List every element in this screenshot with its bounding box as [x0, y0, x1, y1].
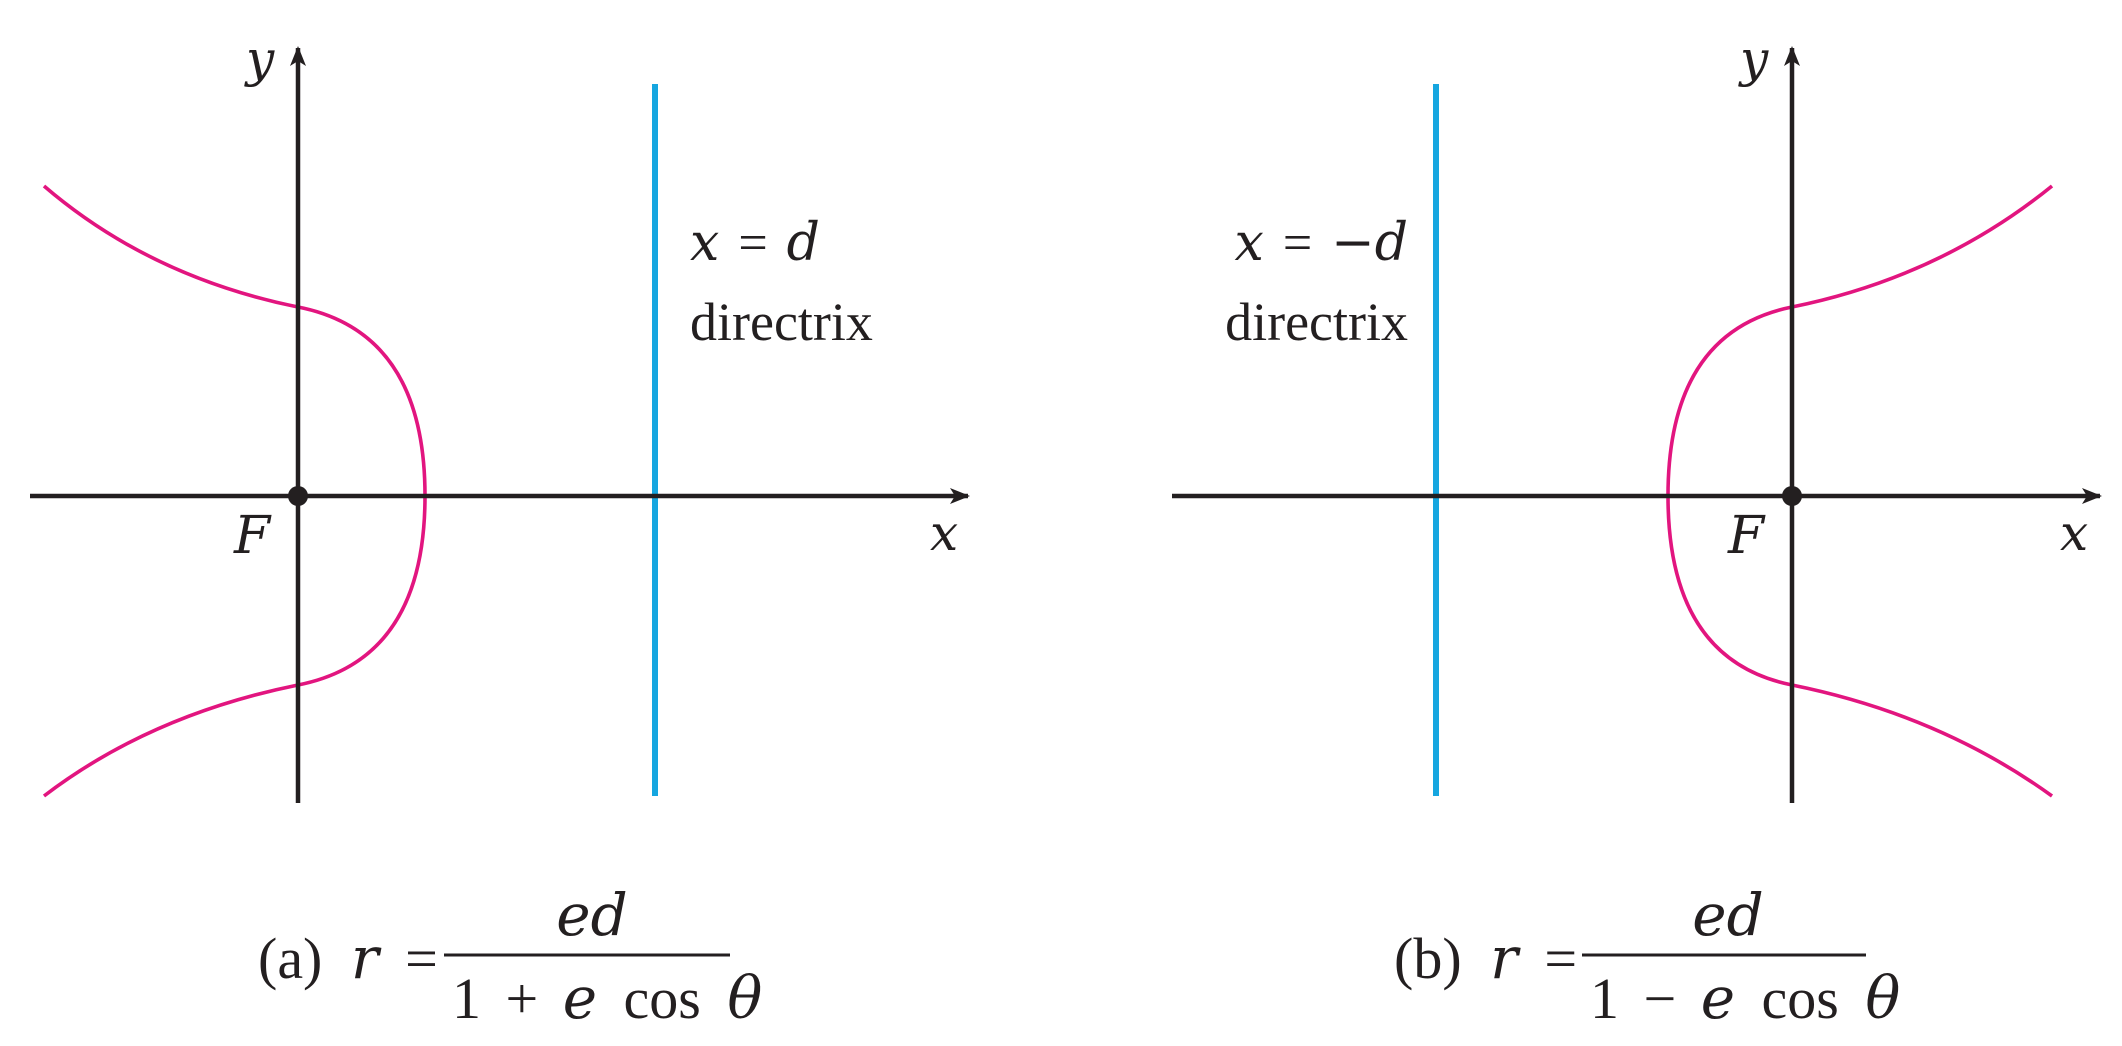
caption-b-tag: (b): [1394, 926, 1462, 991]
panel-a-y-axis-label: y: [244, 30, 275, 88]
panel-b: y x F x = −d directrix (b) r = ed 1 − e …: [1172, 30, 2102, 1032]
svg-text:(a) r =: (a) r =: [258, 924, 438, 992]
panel-b-y-axis-label: y: [1738, 30, 1769, 88]
panel-a-caption: (a) r = ed 1 + e cos θ: [258, 881, 762, 1032]
eq-sign: =: [1283, 215, 1312, 272]
eq-rhs: d: [787, 213, 820, 273]
caption-a-den-one: 1: [452, 966, 481, 1031]
panel-b-x-axis-label: x: [2060, 504, 2088, 562]
caption-b-den-op: −: [1644, 966, 1677, 1031]
eq-lhs: x: [690, 213, 719, 273]
caption-b-numerator: ed: [1692, 881, 1763, 949]
panel-a: y x F x = d directrix (a) r = ed 1 + e c…: [30, 30, 970, 1032]
caption-b-den-one: 1: [1590, 966, 1619, 1031]
caption-a-den-e: e: [563, 964, 597, 1032]
eq-lhs: x: [1234, 213, 1263, 273]
panel-b-caption: (b) r = ed 1 − e cos θ: [1394, 881, 1900, 1032]
caption-a-den-cos: cos: [624, 966, 701, 1031]
svg-text:1 + e: 1 + e cos θ: [452, 964, 762, 1032]
svg-text:1 − e: 1 − e cos θ: [1590, 964, 1900, 1032]
panel-a-focus-point: [288, 486, 308, 506]
panel-a-focus-label: F: [233, 506, 272, 566]
caption-b-den-cos: cos: [1762, 966, 1839, 1031]
panel-a-x-axis-label: x: [930, 504, 958, 562]
panel-b-focus-point: [1782, 486, 1802, 506]
caption-b-den-e: e: [1701, 964, 1735, 1032]
caption-a-tag: (a): [258, 926, 322, 991]
eq-rhs: −d: [1331, 213, 1408, 273]
caption-a-eq: =: [405, 926, 438, 991]
panel-b-focus-label: F: [1727, 506, 1766, 566]
caption-a-numerator: ed: [556, 881, 627, 949]
panel-a-directrix-label: directrix: [690, 292, 873, 352]
eq-sign: =: [738, 215, 767, 272]
caption-b-lhs: r: [1490, 924, 1521, 992]
panel-b-parabola-curve: [1666, 184, 2054, 798]
caption-b-eq: =: [1544, 926, 1577, 991]
panel-a-parabola-curve: [42, 184, 427, 798]
caption-a-den-theta: θ: [727, 964, 762, 1032]
svg-text:(b) r =: (b) r =: [1394, 924, 1577, 992]
panel-a-directrix-equation: x = d: [690, 213, 820, 273]
caption-a-den-op: +: [506, 966, 539, 1031]
panel-b-directrix-equation: x = −d: [1234, 213, 1408, 273]
caption-b-den-theta: θ: [1865, 964, 1900, 1032]
caption-a-lhs: r: [351, 924, 382, 992]
panel-b-directrix-label: directrix: [1225, 292, 1408, 352]
